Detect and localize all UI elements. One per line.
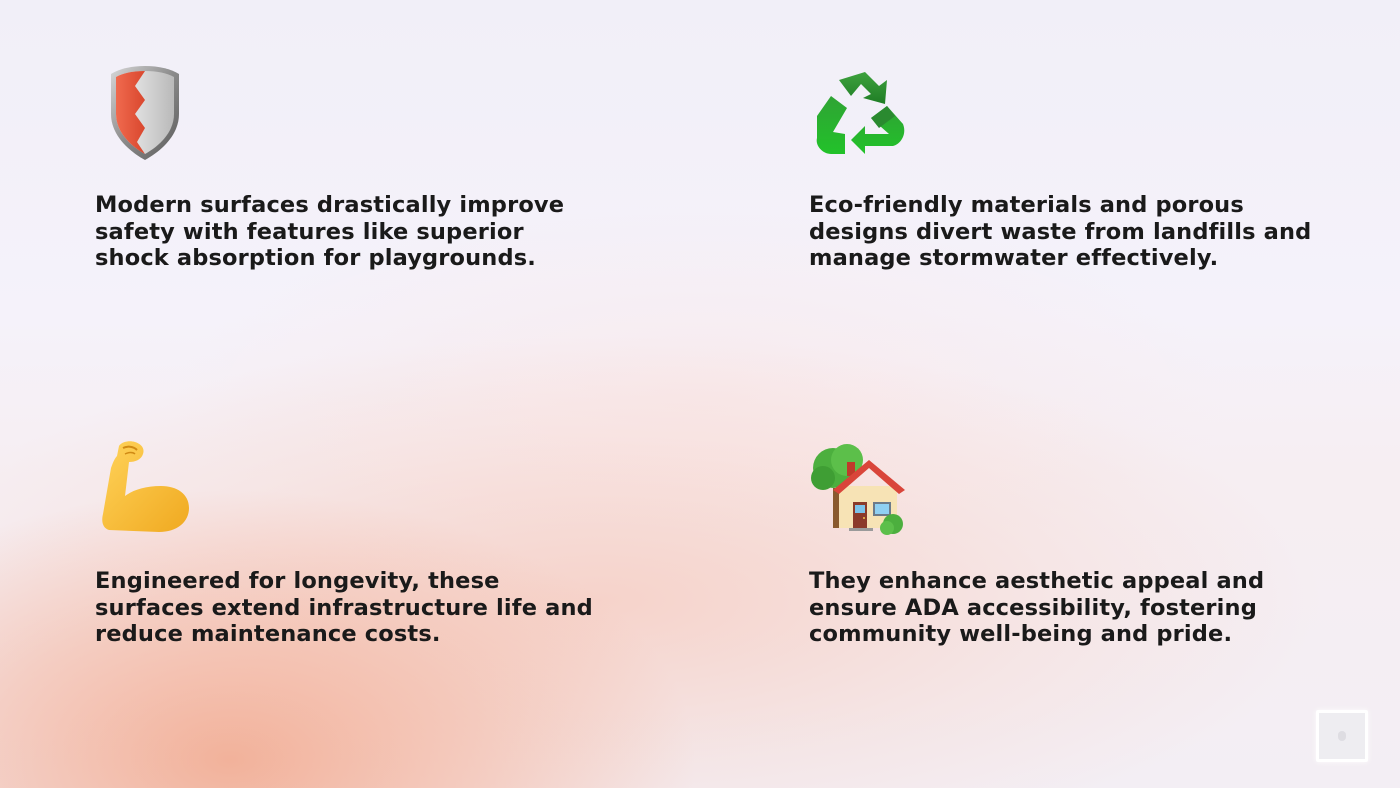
feature-card-eco: Eco-friendly materials and porous design… xyxy=(809,62,1329,272)
small-indicator-icon xyxy=(1338,731,1346,741)
feature-card-safety: Modern surfaces drastically improve safe… xyxy=(95,62,615,272)
feature-text: Modern surfaces drastically improve safe… xyxy=(95,192,565,271)
corner-overlay-button[interactable] xyxy=(1316,710,1368,762)
flexed-biceps-icon xyxy=(95,438,195,538)
feature-text: Eco-friendly materials and porous design… xyxy=(809,192,1312,271)
feature-text: Engineered for longevity, these surfaces… xyxy=(95,568,593,647)
recycle-icon xyxy=(809,62,909,162)
feature-text: They enhance aesthetic appeal and ensure… xyxy=(809,568,1265,647)
shield-icon xyxy=(95,62,195,162)
house-with-garden-icon xyxy=(809,438,909,538)
feature-card-community: They enhance aesthetic appeal and ensure… xyxy=(809,438,1329,648)
feature-card-longevity: Engineered for longevity, these surfaces… xyxy=(95,438,615,648)
